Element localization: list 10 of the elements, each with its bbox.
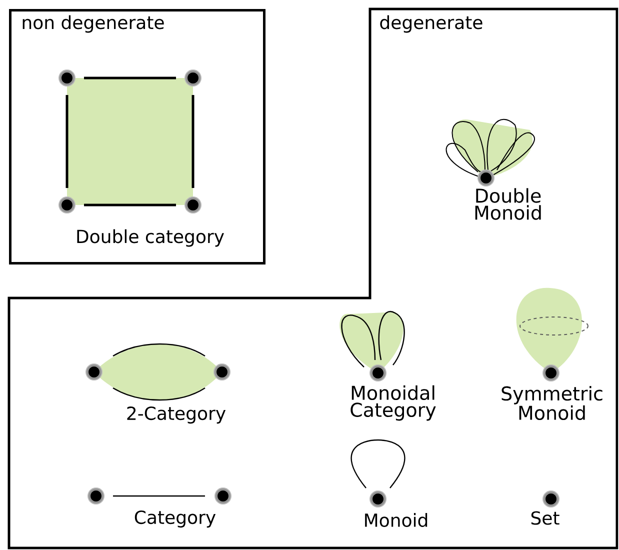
region-title: non degenerate [22,15,164,33]
caption: 2-Category [127,406,226,424]
caption: Monoidal Category [350,385,436,421]
caption: Symmetric Monoid [502,386,602,420]
caption: Double category [77,229,224,247]
region-title: degenerate [380,15,482,33]
caption: Category [134,510,216,528]
caption: Set [531,511,560,525]
caption: Double Monoid [475,188,541,220]
caption: Monoid [365,513,428,527]
